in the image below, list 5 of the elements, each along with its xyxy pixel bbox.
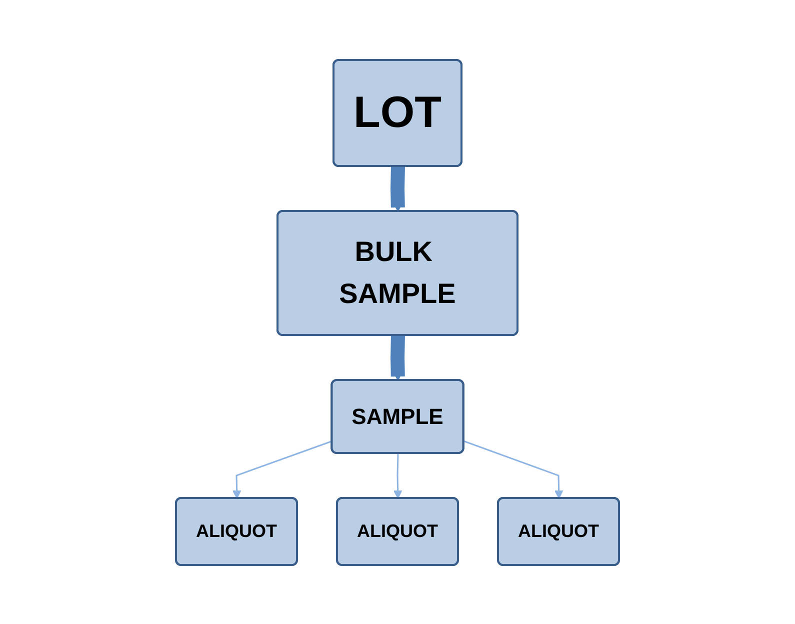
arrow	[393, 452, 402, 498]
arrow	[464, 440, 564, 498]
arrow	[232, 440, 332, 498]
arrow	[390, 166, 405, 212]
arrow	[390, 334, 405, 380]
